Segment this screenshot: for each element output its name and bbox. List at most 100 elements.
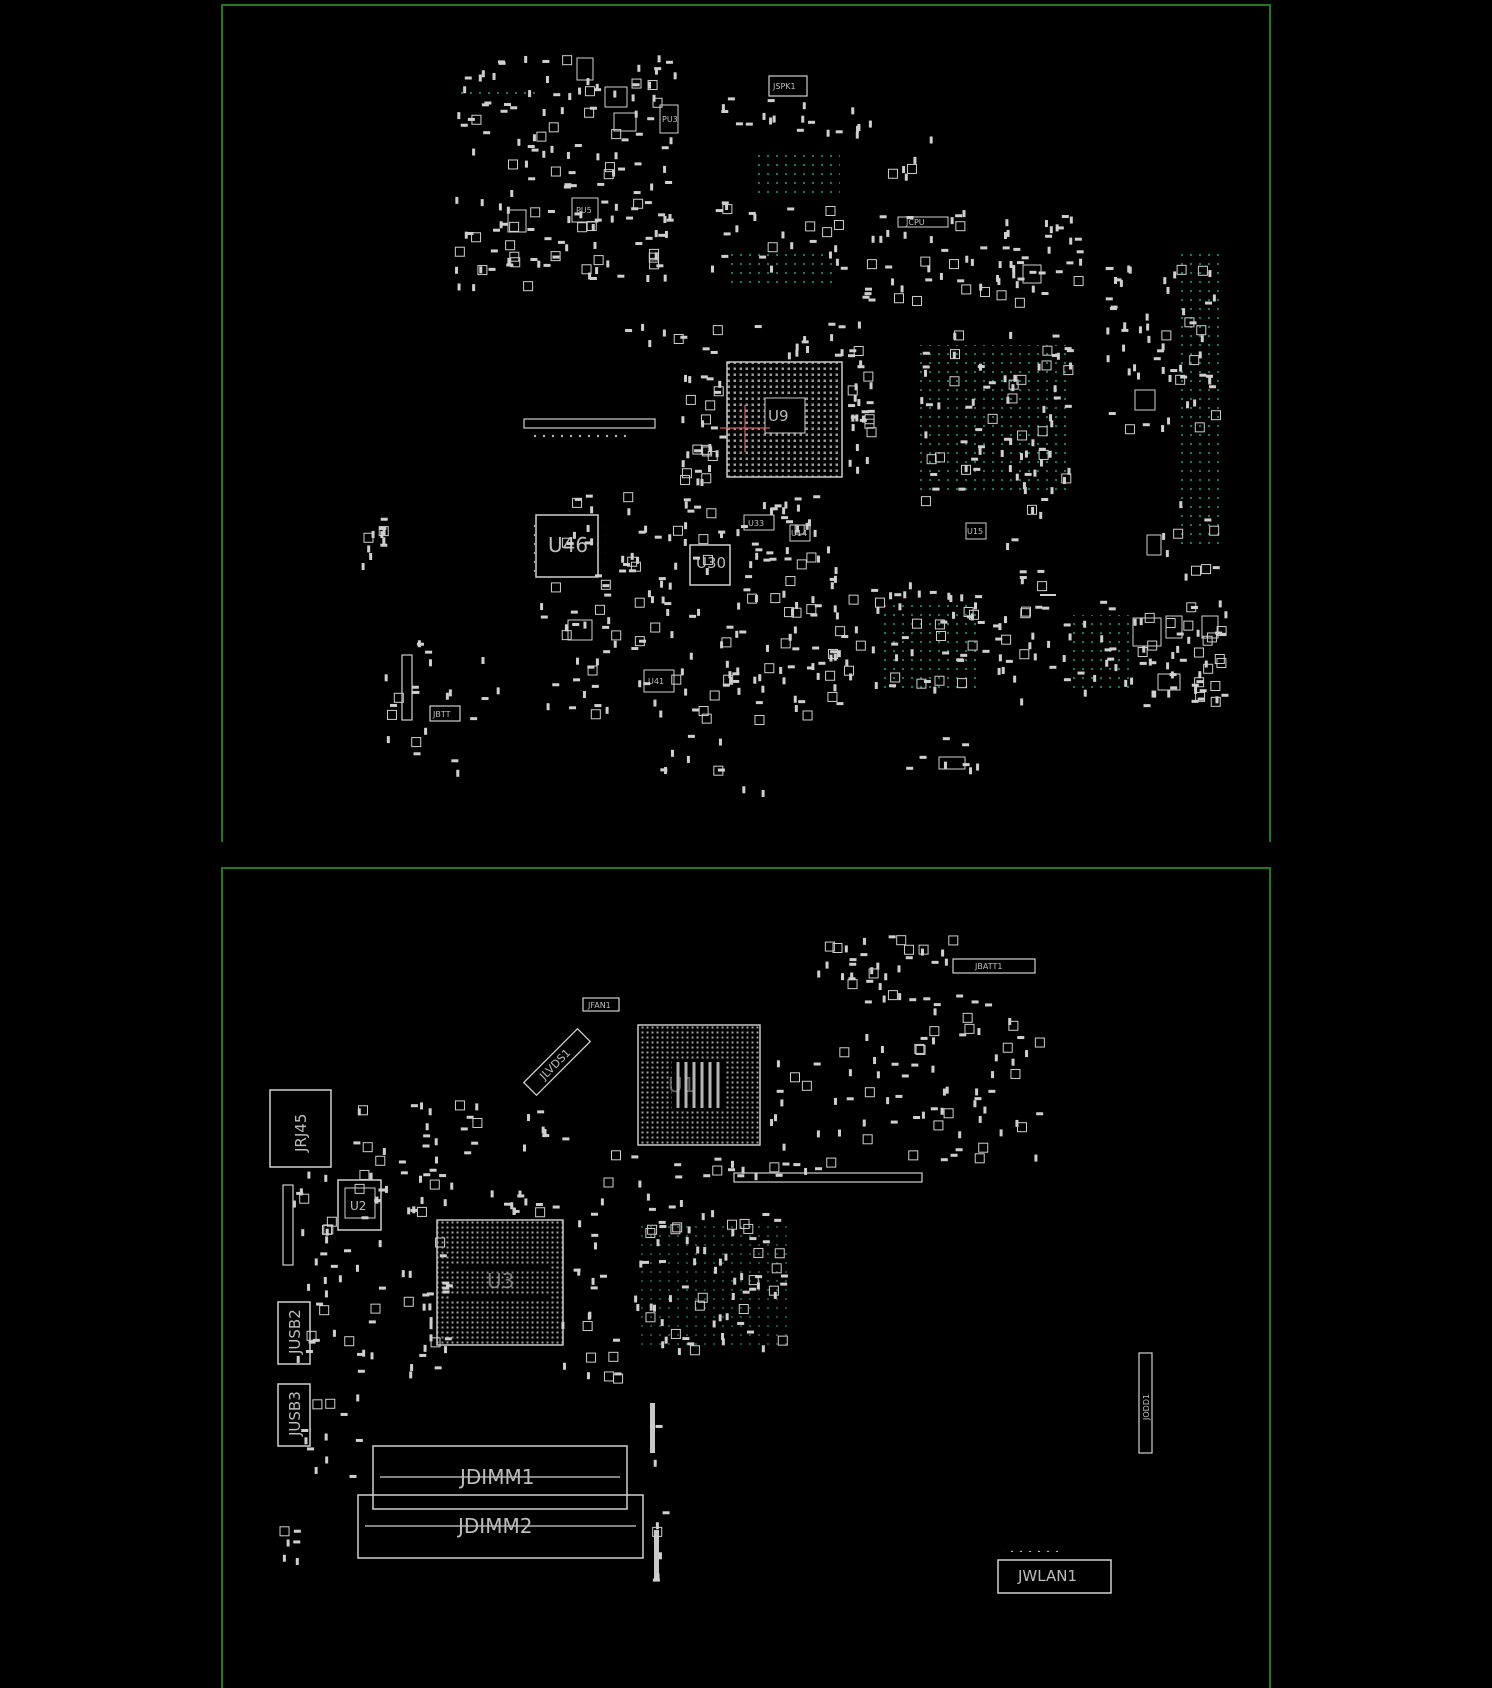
smd-part (428, 1303, 432, 1311)
smd-part (816, 672, 820, 680)
smd-part (1041, 498, 1049, 502)
smd-part (656, 1573, 660, 1581)
smd-part (780, 1274, 788, 1278)
smd-part (671, 674, 682, 685)
smd-part (439, 1254, 447, 1258)
smd-part (553, 93, 561, 97)
smd-part (652, 94, 656, 102)
smd-part (680, 668, 684, 676)
smd-part (510, 106, 518, 110)
jdimm2-slot[interactable]: JDIMM2 (357, 1494, 644, 1559)
jusb2-connector[interactable]: JUSB2 (277, 1301, 311, 1365)
smd-part (1033, 469, 1037, 477)
smd-part (692, 556, 700, 560)
smd-part (577, 222, 588, 233)
smd-part (737, 687, 741, 695)
smd-part (1009, 438, 1013, 446)
smd-part (1200, 335, 1204, 343)
smd-part (1137, 372, 1141, 380)
smd-part (524, 55, 528, 63)
smd-part (941, 248, 949, 252)
smd-part (830, 334, 834, 342)
smd-part (973, 1100, 977, 1108)
jfan1-connector[interactable]: JFAN1 (582, 997, 620, 1012)
smd-part (714, 1266, 718, 1274)
smd-part (535, 1202, 543, 1206)
smd-part (663, 165, 667, 173)
u2-chip[interactable]: U2 (337, 1179, 382, 1231)
smd-part (865, 457, 869, 465)
u30-chip[interactable]: U30 (689, 544, 731, 586)
smd-part (833, 653, 837, 661)
smd-part (1183, 620, 1194, 631)
smd-part (1161, 330, 1172, 341)
smd-part (849, 958, 857, 962)
smd-part (755, 548, 763, 552)
smd-part (1170, 686, 1178, 690)
smd-part (733, 1277, 737, 1285)
u9-bga-chip[interactable]: U9 (720, 361, 843, 478)
smd-part (853, 394, 857, 402)
smd-part (812, 646, 820, 650)
jbtt-connector[interactable]: JBTT (429, 705, 461, 722)
smd-part (563, 185, 571, 189)
smd-part (969, 767, 973, 775)
smd-part (375, 1155, 386, 1166)
smd-part (835, 130, 843, 134)
bottom-board-view[interactable]: U1 U3 JRJ45 JUSB2 (221, 867, 1271, 1688)
smd-part (753, 1247, 764, 1258)
smd-part (701, 1213, 705, 1221)
smd-part (684, 522, 688, 530)
smd-part (833, 605, 837, 613)
smd-part (1224, 611, 1228, 619)
smd-part (607, 617, 611, 625)
jlvds1-connector[interactable]: JLVDS1 (522, 1027, 592, 1097)
smd-part (1019, 576, 1027, 580)
jodd1-connector[interactable]: JODD1 (1138, 1352, 1153, 1454)
jdimm1-slot[interactable]: JDIMM1 (372, 1445, 628, 1510)
top-board-view[interactable]: U9 U46 U30 JCPU JSPK1 (221, 4, 1271, 842)
smd-part (1003, 616, 1007, 624)
u1-bga-chip[interactable]: U1 (637, 1024, 761, 1146)
smd-part (1110, 305, 1118, 309)
smd-part (1034, 1154, 1038, 1162)
smd-part (795, 601, 799, 609)
smd-part (617, 274, 625, 278)
smd-part (542, 108, 546, 116)
jrj45-connector[interactable]: JRJ45 (269, 1089, 332, 1168)
smd-part (1114, 664, 1118, 672)
smd-part (675, 1175, 683, 1179)
smd-part (774, 1248, 785, 1259)
smd-part (727, 1219, 738, 1230)
jwlan1-connector[interactable]: JWLAN1 (997, 1546, 1112, 1594)
smd-part (1077, 671, 1085, 675)
jusb3-connector[interactable]: JUSB3 (277, 1383, 311, 1447)
smd-part (920, 256, 931, 267)
smd-part (837, 1129, 841, 1137)
smd-part (1139, 618, 1143, 626)
smd-part (367, 545, 371, 553)
jspk1-connector[interactable]: JSPK1 (768, 75, 808, 97)
smd-part (878, 983, 882, 991)
smd-part (471, 1141, 479, 1145)
jbatt1-connector[interactable]: JBATT1 (952, 958, 1036, 974)
smd-part (686, 755, 690, 763)
smd-part (827, 691, 838, 702)
smd-part (754, 325, 762, 329)
smd-part (631, 78, 642, 89)
smd-part (301, 1229, 305, 1237)
smd-part (569, 706, 577, 710)
smd-part (968, 609, 979, 620)
smd-part (595, 267, 599, 275)
smd-part (537, 260, 541, 268)
smd-part (826, 1157, 837, 1168)
top-small-ics: U33 U41 U14 U15 PU3 PU5 (507, 57, 1219, 770)
u46-chip[interactable]: U46 (530, 514, 606, 578)
smd-part (296, 1191, 304, 1195)
smd-part (993, 624, 1001, 628)
u3-bga-chip[interactable]: U3 (436, 1219, 564, 1346)
smd-part (1010, 1068, 1021, 1079)
smd-part (557, 240, 565, 244)
smd-part (492, 72, 496, 80)
